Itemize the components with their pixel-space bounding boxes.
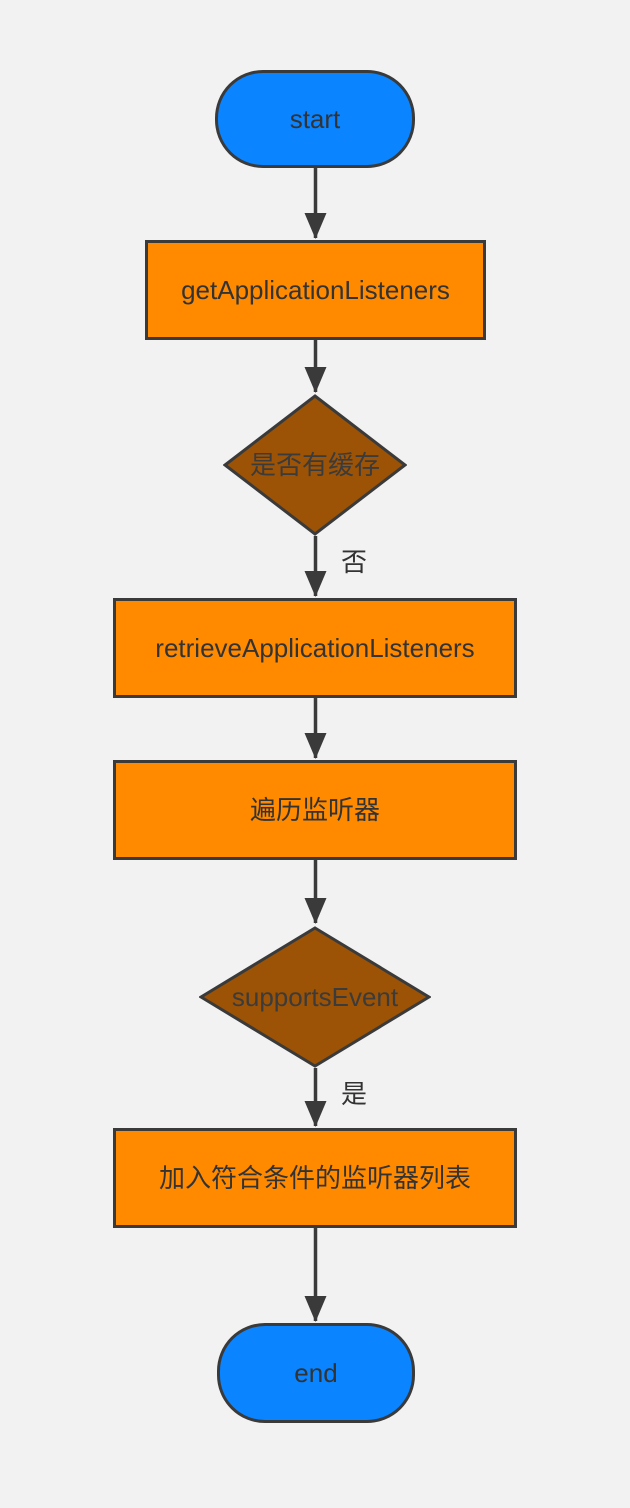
- edge-label-yes: 是: [341, 1079, 368, 1109]
- node-getapplicationlisteners: getApplicationListeners: [145, 240, 486, 340]
- node-end-label: end: [294, 1357, 338, 1388]
- edge-label-no: 否: [341, 547, 368, 577]
- node-cache-check-decision: 是否有缓存: [223, 394, 407, 536]
- node-getapplicationlisteners-label: getApplicationListeners: [181, 274, 450, 305]
- node-start: start: [215, 70, 415, 168]
- node-add-matching-listeners: 加入符合条件的监听器列表: [113, 1128, 517, 1228]
- node-iterate-listeners: 遍历监听器: [113, 760, 517, 860]
- diamond-shape: [199, 926, 431, 1068]
- diamond-shape: [223, 394, 407, 536]
- node-add-matching-listeners-label: 加入符合条件的监听器列表: [158, 1162, 471, 1193]
- node-retrieveapplicationlisteners: retrieveApplicationListeners: [113, 598, 517, 698]
- node-iterate-listeners-label: 遍历监听器: [249, 794, 380, 825]
- node-start-label: start: [289, 103, 341, 134]
- node-supports-event-decision: supportsEvent: [199, 926, 431, 1068]
- node-end: end: [217, 1323, 415, 1423]
- node-retrieveapplicationlisteners-label: retrieveApplicationListeners: [155, 632, 475, 663]
